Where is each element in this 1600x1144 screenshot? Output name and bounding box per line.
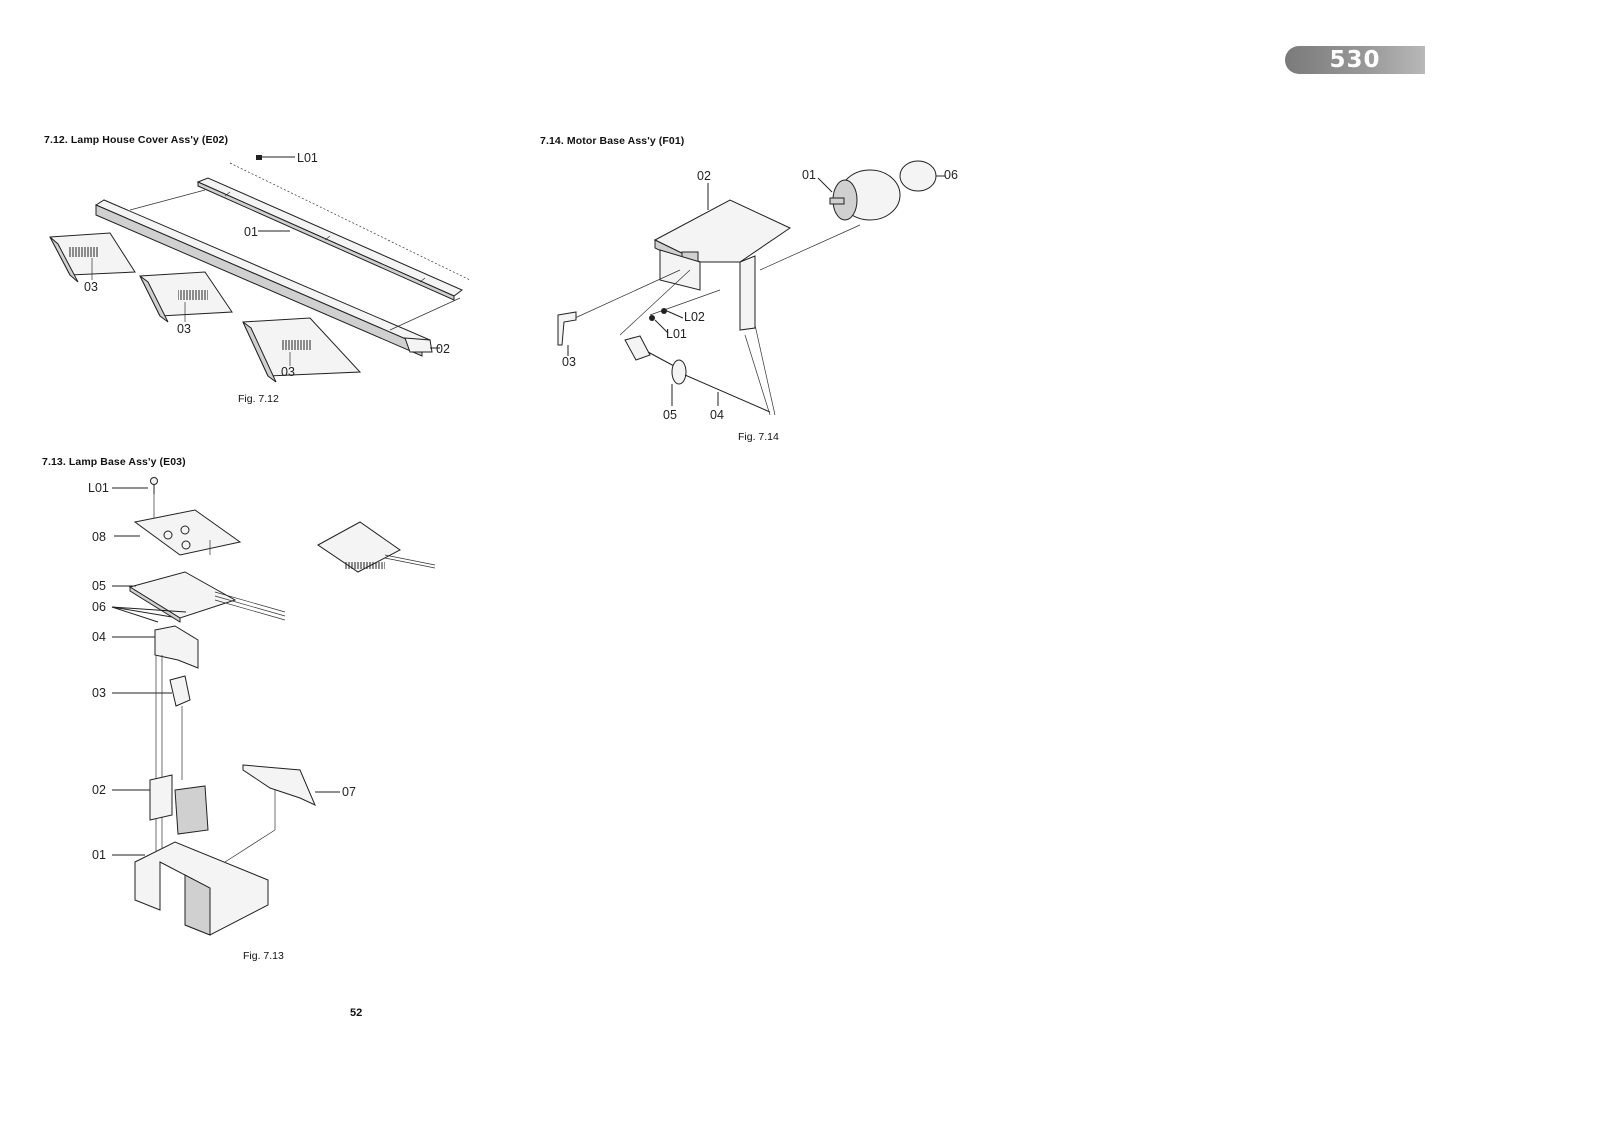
label-7-12-03a: 03 bbox=[84, 280, 98, 294]
section-title-7-14: 7.14. Motor Base Ass'y (F01) bbox=[540, 135, 685, 147]
section-title-7-13: 7.13. Lamp Base Ass'y (E03) bbox=[42, 456, 186, 468]
label-7-13-05: 05 bbox=[92, 579, 106, 593]
label-7-12-02: 02 bbox=[436, 342, 450, 356]
label-7-14-05: 05 bbox=[663, 408, 677, 422]
label-7-14-06: 06 bbox=[944, 168, 958, 182]
label-7-13-03: 03 bbox=[92, 686, 106, 700]
label-7-14-02: 02 bbox=[697, 169, 711, 183]
label-7-14-L01: L01 bbox=[666, 327, 687, 341]
section-title-7-12: 7.12. Lamp House Cover Ass'y (E02) bbox=[44, 134, 229, 146]
label-7-13-06: 06 bbox=[92, 600, 106, 614]
label-7-12-01: 01 bbox=[244, 225, 258, 239]
label-7-14-L02: L02 bbox=[684, 310, 705, 324]
label-7-13-04: 04 bbox=[92, 630, 106, 644]
label-7-13-01: 01 bbox=[92, 848, 106, 862]
label-7-14-03: 03 bbox=[562, 355, 576, 369]
figure-caption-7-14: Fig. 7.14 bbox=[738, 431, 779, 443]
figure-caption-7-12: Fig. 7.12 bbox=[238, 393, 279, 405]
label-7-13-07: 07 bbox=[342, 785, 356, 799]
label-7-12-03b: 03 bbox=[177, 322, 191, 336]
label-7-14-01: 01 bbox=[802, 168, 816, 182]
label-7-13-08: 08 bbox=[92, 530, 106, 544]
label-7-12-03c: 03 bbox=[281, 365, 295, 379]
label-7-13-02: 02 bbox=[92, 783, 106, 797]
model-number: 530 bbox=[1329, 47, 1381, 73]
figure-caption-7-13: Fig. 7.13 bbox=[243, 950, 284, 962]
label-7-12-L01: L01 bbox=[297, 151, 318, 165]
model-badge: 530 bbox=[1285, 46, 1425, 74]
page-number: 52 bbox=[350, 1007, 363, 1019]
label-7-14-04: 04 bbox=[710, 408, 724, 422]
label-7-13-L01: L01 bbox=[88, 481, 109, 495]
